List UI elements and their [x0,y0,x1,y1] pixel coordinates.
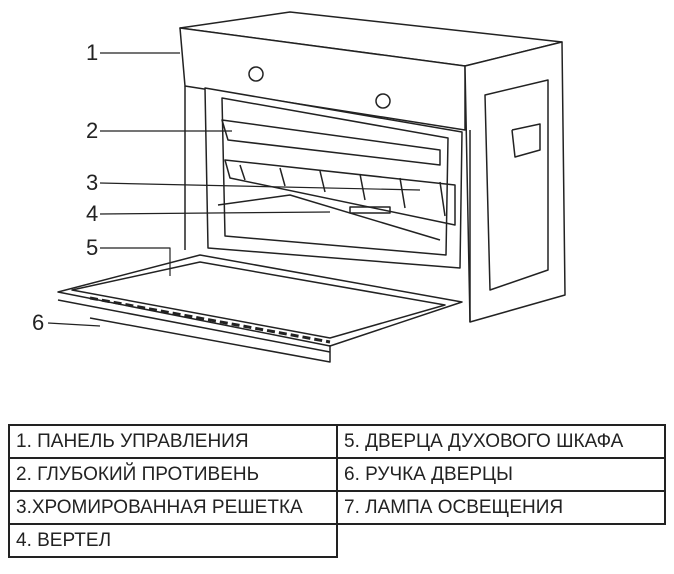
table-row: 1. ПАНЕЛЬ УПРАВЛЕНИЯ 5. ДВЕРЦА ДУХОВОГО … [8,424,666,459]
table-row: 3.ХРОМИРОВАННАЯ РЕШЕТКА 7. ЛАМПА ОСВЕЩЕН… [8,490,666,525]
empty-cell [337,523,665,557]
oven-illustration [47,11,566,363]
control-knobs [248,66,391,109]
knob-icon [375,93,391,109]
legend-item: 4. ВЕРТЕЛ [8,523,338,558]
parts-legend-table: 1. ПАНЕЛЬ УПРАВЛЕНИЯ 5. ДВЕРЦА ДУХОВОГО … [8,424,666,558]
callout-lines [47,52,421,327]
legend-item: 7. ЛАМПА ОСВЕЩЕНИЯ [336,490,666,525]
oven-cavity [204,87,463,269]
callout-6: 6 [32,310,45,335]
lamp [349,206,391,214]
legend-item: 3.ХРОМИРОВАННАЯ РЕШЕТКА [8,490,338,525]
legend-item: 5. ДВЕРЦА ДУХОВОГО ШКАФА [336,424,666,459]
callout-3: 3 [86,170,99,195]
oven-body [179,11,566,323]
chrome-rack [224,159,456,226]
oven-door [57,254,463,363]
table-row: 2. ГЛУБОКИЙ ПРОТИВЕНЬ 6. РУЧКА ДВЕРЦЫ [8,457,666,492]
knob-icon [248,66,264,82]
callout-5: 5 [86,235,99,260]
legend-item: 2. ГЛУБОКИЙ ПРОТИВЕНЬ [8,457,338,492]
rotisserie [217,194,441,241]
door-handle [89,317,331,363]
table-row: 4. ВЕРТЕЛ [8,523,665,558]
callout-4: 4 [86,201,99,226]
callout-2: 2 [86,118,99,143]
deep-tray [221,119,441,166]
legend-item: 1. ПАНЕЛЬ УПРАВЛЕНИЯ [8,424,338,459]
legend-item: 6. РУЧКА ДВЕРЦЫ [336,457,666,492]
callout-1: 1 [86,40,99,65]
